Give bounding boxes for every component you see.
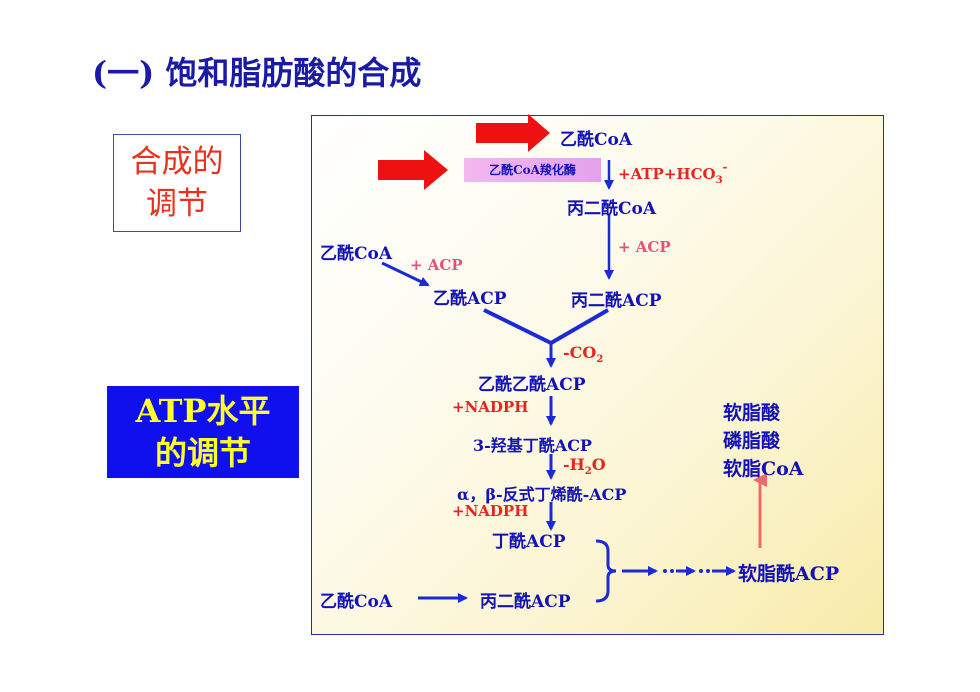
acetyl-coa-left: 乙酰CoA <box>320 244 393 264</box>
minus-h2o-label: -H2O <box>563 455 606 477</box>
synthesis-regulation-box: 合成的 调节 <box>113 134 241 232</box>
atp-hco3-label: +ATP+HCO3- <box>618 160 728 186</box>
minus-co2-label: -CO2 <box>563 343 603 365</box>
regulation-line1: 合成的 <box>130 144 224 180</box>
acetoacetyl-acp: 乙酰乙酰ACP <box>478 375 586 395</box>
malonyl-coa: 丙二酰CoA <box>567 199 657 219</box>
h2o-h-text: -H <box>563 455 585 474</box>
plus-acp-right: + ACP <box>618 238 671 256</box>
hco3-subscript: 3 <box>715 175 723 186</box>
chain-dot-3 <box>699 569 703 573</box>
malonyl-acp-bottom: 丙二酰ACP <box>480 592 571 612</box>
acetyl-coa-top: 乙酰CoA <box>560 130 633 150</box>
atp-level-regulation-box: ATP水平 的调节 <box>107 386 299 478</box>
acetyl-coa-bottom: 乙酰CoA <box>320 592 393 612</box>
converge-right <box>549 308 610 345</box>
co2-subscript: 2 <box>596 354 604 366</box>
h2o-o-text: O <box>591 455 606 474</box>
nadph-2: +NADPH <box>452 502 529 520</box>
palmitoyl-acp: 软脂酰ACP <box>738 563 840 585</box>
atp-line1: ATP水平 <box>135 392 271 430</box>
atp-hco3-text: +ATP+HCO <box>618 165 716 183</box>
butyryl-acp: 丁酰ACP <box>492 532 566 552</box>
hydroxybutyryl-acp: 3-羟基丁酰ACP <box>473 436 592 455</box>
h2o-subscript: 2 <box>584 466 592 478</box>
hco3-superscript: - <box>722 160 728 174</box>
regulation-line2: 调节 <box>146 186 208 222</box>
chain-dot-2 <box>670 569 674 573</box>
chain-dot-1 <box>663 569 667 573</box>
co2-text: -CO <box>563 343 597 362</box>
converge-left <box>483 308 552 345</box>
red-arrow-carboxylase <box>378 150 448 190</box>
red-arrow-acetyl-coa <box>476 114 550 152</box>
acetyl-coa-carboxylase-label: 乙酰CoA羧化酶 <box>464 158 601 182</box>
atp-line2: 的调节 <box>154 434 251 472</box>
plus-acp-left: + ACP <box>410 256 463 274</box>
chain-dot-4 <box>706 569 710 573</box>
malonyl-acp: 丙二酰ACP <box>571 291 662 311</box>
page-title: (一) 饱和脂肪酸的合成 <box>92 54 422 92</box>
nadph-1: +NADPH <box>452 398 529 416</box>
palmitoyl-coa: 软脂CoA <box>723 458 804 480</box>
acetyl-acp: 乙酰ACP <box>433 289 507 309</box>
curly-brace <box>595 539 617 603</box>
butenoyl-acp: α，β-反式丁烯酰-ACP <box>457 485 627 504</box>
palmitic-acid: 软脂酸 <box>723 402 781 424</box>
arrow-acetyl-transfer <box>381 261 430 287</box>
phosphatidic-acid: 磷脂酸 <box>723 430 781 452</box>
pathway-panel <box>311 115 884 635</box>
